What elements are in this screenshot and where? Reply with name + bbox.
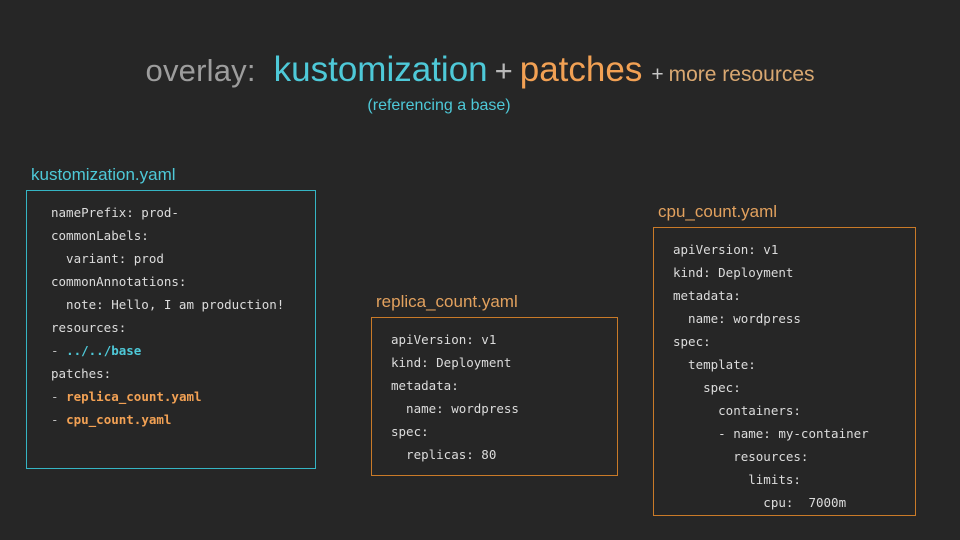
code-line: - ../../base	[51, 339, 284, 362]
code-line: cpu: 7000m	[673, 495, 847, 510]
code-line: commonAnnotations:	[51, 274, 187, 289]
code-line: name: wordpress	[391, 401, 519, 416]
code-line: spec:	[673, 334, 711, 349]
code-value: ../../base	[66, 343, 142, 358]
code-value: cpu_count.yaml	[66, 412, 172, 427]
code-line: kind: Deployment	[391, 355, 512, 370]
title-term-patches: patches	[519, 50, 643, 89]
code-line: namePrefix: prod-	[51, 205, 179, 220]
code-line: limits:	[673, 472, 801, 487]
code-line: containers:	[673, 403, 801, 418]
slide-subtitle: (referencing a base)	[367, 97, 511, 114]
panel-cpu-count: cpu_count.yaml apiVersion: v1 kind: Deplo…	[653, 203, 916, 516]
code-line: apiVersion: v1	[391, 332, 497, 347]
code-line: - cpu_count.yaml	[51, 408, 284, 431]
code-value: replica_count.yaml	[66, 389, 202, 404]
code-line: spec:	[673, 380, 741, 395]
title-line: overlay:kustomization+patches+more resou…	[0, 52, 960, 87]
panel-label-kustomization: kustomization.yaml	[31, 165, 176, 184]
title-prefix: overlay:	[145, 53, 256, 88]
list-dash: -	[51, 389, 67, 404]
panel-kustomization: kustomization.yaml namePrefix: prod-comm…	[26, 166, 316, 469]
code-line: template:	[673, 357, 756, 372]
panel-label-replica-count: replica_count.yaml	[376, 292, 518, 311]
code-line: patches:	[51, 366, 112, 381]
code-line: commonLabels:	[51, 228, 149, 243]
code-line: metadata:	[673, 288, 741, 303]
panel-replica-count: replica_count.yaml apiVersion: v1 kind: D…	[371, 293, 618, 476]
code-line: resources:	[673, 449, 809, 464]
code-box-kustomization	[26, 190, 316, 469]
panel-label-cpu-count: cpu_count.yaml	[658, 202, 778, 221]
title-operator-two: +	[651, 63, 664, 86]
code-line: apiVersion: v1	[673, 242, 779, 257]
code-line: - name: my-container	[673, 426, 869, 441]
list-dash: -	[51, 412, 67, 427]
code-content-kustomization: namePrefix: prod-commonLabels: variant: …	[51, 201, 284, 431]
code-box-cpu-count	[653, 227, 916, 516]
list-dash: -	[51, 343, 67, 358]
code-line: name: wordpress	[673, 311, 801, 326]
code-line: spec:	[391, 424, 429, 439]
code-line: replicas: 80	[391, 447, 497, 462]
title-operator-one: +	[494, 53, 513, 88]
code-line: resources:	[51, 320, 127, 335]
code-line: kind: Deployment	[673, 265, 794, 280]
slide-title-block: overlay:kustomization+patches+more resou…	[0, 52, 960, 115]
code-line: note: Hello, I am production!	[51, 297, 285, 312]
title-term-kustomization: kustomization	[273, 50, 488, 89]
code-line: metadata:	[391, 378, 459, 393]
title-term-more-resources: more resources	[668, 63, 815, 86]
code-line: variant: prod	[51, 251, 164, 266]
code-line: - replica_count.yaml	[51, 385, 284, 408]
code-box-replica-count	[371, 317, 618, 476]
